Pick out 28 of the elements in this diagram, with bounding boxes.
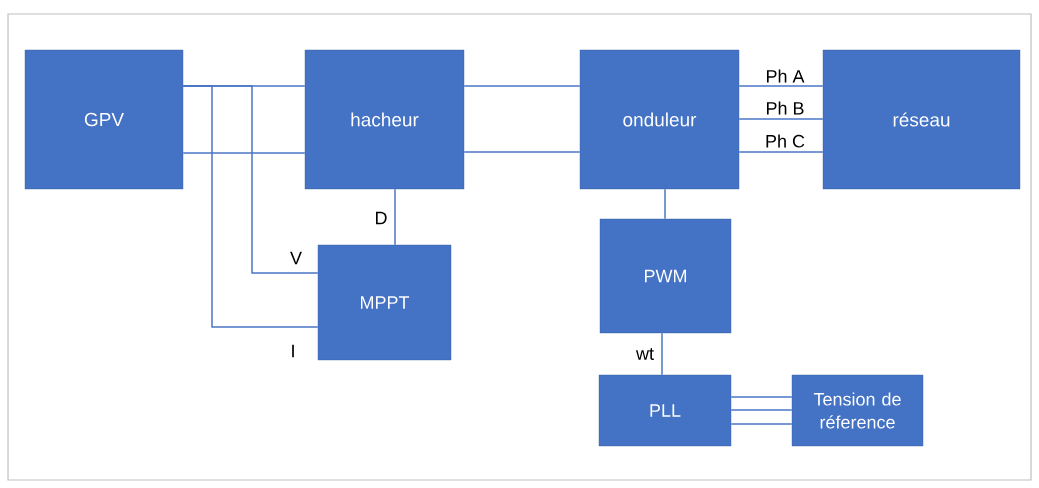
connector-line (738, 118, 824, 120)
block-box: PLL (598, 374, 732, 447)
connector-line (738, 151, 824, 153)
block-box: réseau (822, 49, 1021, 190)
connector-line (664, 188, 666, 220)
connector-line (661, 332, 663, 376)
block-box: MPPT (317, 244, 452, 361)
edge-label: Ph C (766, 134, 805, 148)
connector-line (463, 151, 581, 153)
block-box: onduleur (579, 49, 740, 190)
edge-label: D (376, 211, 387, 225)
connector-line (730, 409, 793, 411)
connector-line (730, 396, 793, 398)
connector-line (463, 85, 581, 87)
block-box: Tension de réference (791, 374, 924, 447)
block-box: GPV (24, 49, 184, 190)
block-box: PWM (599, 218, 732, 334)
edge-label: Ph A (767, 69, 805, 83)
block-box: hacheur (304, 49, 465, 190)
edge-label: V (290, 251, 302, 265)
connector-line (738, 85, 824, 87)
edge-label: wt (635, 348, 654, 360)
edge-label: I (292, 344, 294, 358)
connector-line (182, 152, 306, 154)
edge-label: Ph B (767, 101, 804, 115)
connector-line (730, 423, 793, 425)
connector-line (394, 188, 396, 246)
connector-line (182, 85, 319, 328)
